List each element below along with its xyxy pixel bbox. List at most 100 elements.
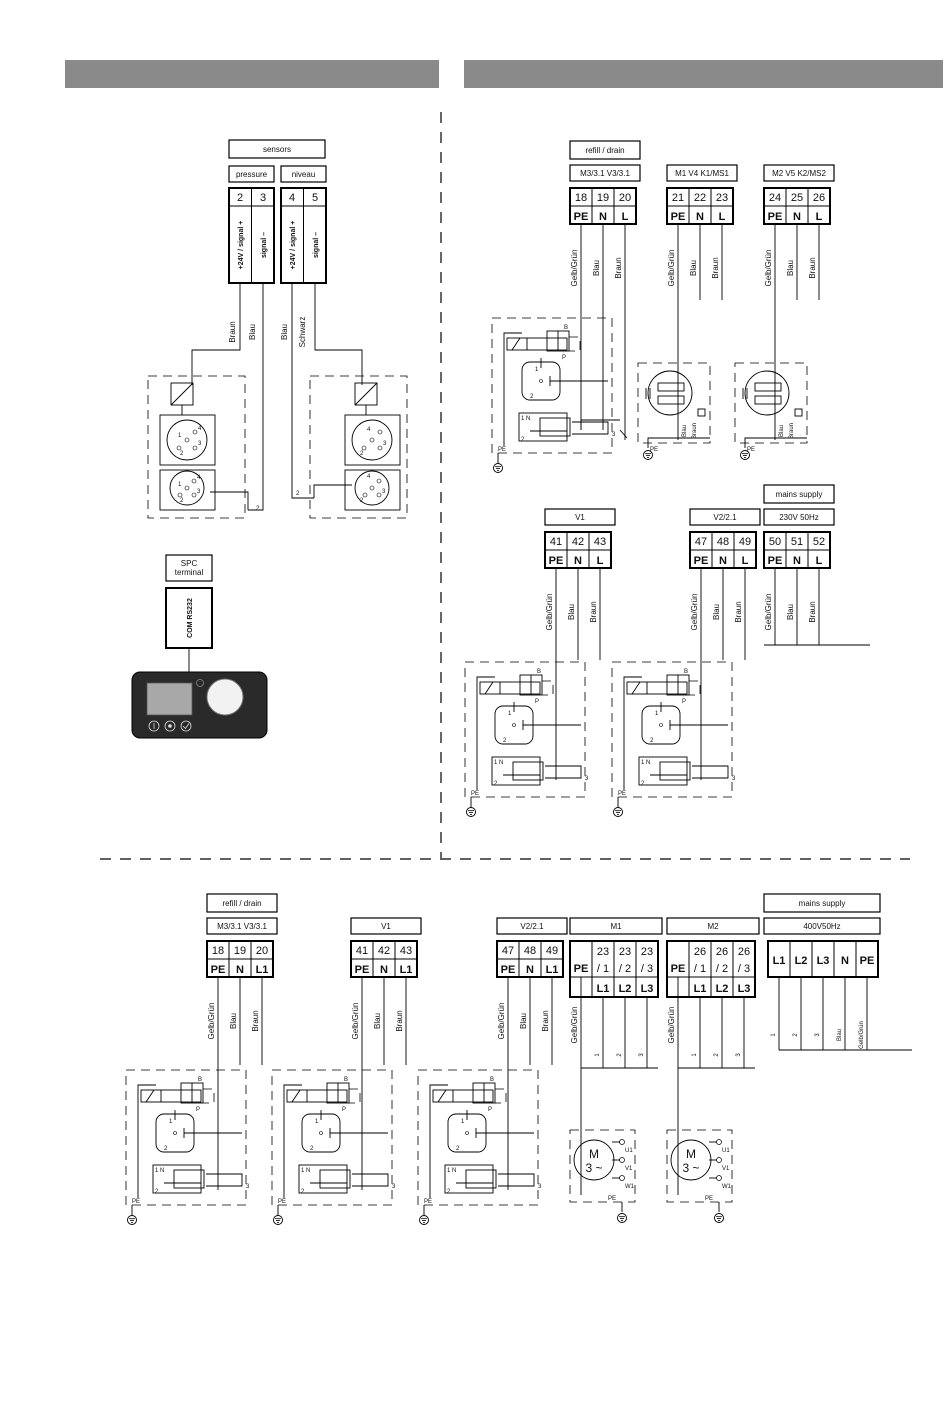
wire-color-label: Gelb/Grün xyxy=(690,594,699,631)
sensor-terminal: 3 xyxy=(260,192,266,204)
terminal-pin: PE xyxy=(671,963,686,975)
valve-b-label: B xyxy=(684,669,688,675)
valve-coil xyxy=(626,681,688,695)
terminal-number: 23 xyxy=(641,946,653,958)
valve-line xyxy=(511,337,521,351)
sensors-title: sensors xyxy=(263,145,291,154)
valve-pin-label: 2 xyxy=(521,437,525,443)
valve-pe-label: PE xyxy=(498,447,506,453)
block-header-box xyxy=(763,484,835,504)
block-label-box xyxy=(569,917,663,935)
valve-line xyxy=(145,1089,155,1103)
valve-line xyxy=(545,765,582,779)
terminal-pin: PE xyxy=(574,963,589,975)
section-bar-right xyxy=(464,60,943,88)
motor-letter: M xyxy=(589,1147,599,1161)
motor-letter: M xyxy=(686,1147,696,1161)
wire-color-label: 2 xyxy=(714,1053,720,1057)
terminal-sub: / 2 xyxy=(716,963,728,975)
valve-pin-label: 2 xyxy=(164,1146,168,1152)
terminal-number: 26 xyxy=(813,192,825,204)
block-header-box xyxy=(569,140,641,160)
terminal-number: 24 xyxy=(769,192,781,204)
wire-color-label: Gelb/Grün xyxy=(570,250,579,287)
terminal-number: 41 xyxy=(550,536,562,548)
terminal-pin: L xyxy=(816,211,823,223)
wire-color-label: 2 xyxy=(617,1053,623,1057)
terminal-pin: PE xyxy=(574,211,589,223)
motor-phase: 3 ~ xyxy=(682,1161,699,1175)
wire-color-label: Blau xyxy=(567,604,576,620)
valve-pin-label: 1 xyxy=(315,1119,319,1125)
terminal-number: 47 xyxy=(502,945,514,957)
terminal-number: 20 xyxy=(256,945,268,957)
block-header: refill / drain xyxy=(222,899,261,908)
terminal-pin: N xyxy=(599,211,607,223)
valve-pe-label: PE xyxy=(132,1199,140,1205)
valve-pin-label: 3 xyxy=(732,776,736,782)
valve-b-label: B xyxy=(537,669,541,675)
terminal-sub: / 3 xyxy=(641,963,653,975)
sensor-signal-label: signal – xyxy=(261,232,268,258)
valve-housing xyxy=(611,661,733,798)
winding-label: V1 xyxy=(625,1166,633,1172)
terminal-number: 42 xyxy=(378,945,390,957)
cap-label: Braun xyxy=(789,423,795,439)
wire-color-label: Gelb/Grün xyxy=(207,1003,216,1040)
level-sensor-icon: 4 2 3 4 2 3 xyxy=(309,375,408,519)
terminal-number: 23 xyxy=(619,946,631,958)
sensor-pin-label: 2 xyxy=(360,498,364,504)
sensor-pin-label: 1 xyxy=(178,433,182,439)
block-label: V1 xyxy=(381,922,391,931)
valve-dash xyxy=(542,680,554,696)
terminal-phase: L1 xyxy=(597,983,610,995)
valve-plug xyxy=(491,756,541,786)
terminal-pin: PE xyxy=(768,555,783,567)
valve-line xyxy=(291,1089,301,1103)
wire-color-label: Braun xyxy=(614,257,623,278)
motor-terminal xyxy=(794,408,803,417)
wire-color-label: 3 xyxy=(639,1053,645,1057)
winding-terminal xyxy=(716,1139,722,1145)
sensors-group-pressure: pressure xyxy=(236,170,268,179)
valve-plug-inner xyxy=(512,761,544,781)
spc-terminal-icon xyxy=(131,671,268,739)
terminal-number: 21 xyxy=(672,192,684,204)
wire-color-label: Blau xyxy=(786,604,795,620)
motor-housing xyxy=(637,362,711,444)
cap-label: Blau xyxy=(779,425,785,437)
terminal-pin: N xyxy=(719,555,727,567)
valve-point xyxy=(659,723,663,727)
terminal-block xyxy=(767,940,879,978)
terminal-pin: N xyxy=(793,555,801,567)
sensor-pin-label: 2 xyxy=(180,451,184,457)
terminal-pin: L1 xyxy=(773,955,786,967)
wire xyxy=(580,419,620,430)
valve-plug xyxy=(444,1164,494,1194)
motor-housing xyxy=(734,362,808,444)
pressure-sensor-icon: 1 2 3 4 1 2 3 4 xyxy=(147,375,246,519)
terminal-number: 26 xyxy=(738,946,750,958)
terminal-number: 22 xyxy=(694,192,706,204)
block-label-box xyxy=(763,508,835,526)
valve-line xyxy=(498,1173,535,1187)
sensor-pin-label: 2 xyxy=(180,498,184,504)
wire-color-label: Gelb/Grün xyxy=(667,1007,676,1044)
block-label: M1 V4 K1/MS1 xyxy=(675,169,729,178)
winding-label: U1 xyxy=(722,1148,730,1154)
motor-pe-label: PE xyxy=(747,447,755,453)
terminal-pin: PE xyxy=(671,211,686,223)
block-label-box xyxy=(689,508,761,526)
wire-color-label: 1 xyxy=(771,1033,777,1037)
ground-icon xyxy=(740,450,750,460)
valve-n-label: 1 N xyxy=(521,416,530,422)
terminal-sub: / 1 xyxy=(597,963,609,975)
terminal-pin: N xyxy=(236,964,244,976)
sensor-terminal: 4 xyxy=(289,192,295,204)
wire-color-label: Schwarz xyxy=(298,317,307,348)
wire-color-label: Braun xyxy=(251,1010,260,1031)
valve-pin-label: 2 xyxy=(641,781,645,787)
